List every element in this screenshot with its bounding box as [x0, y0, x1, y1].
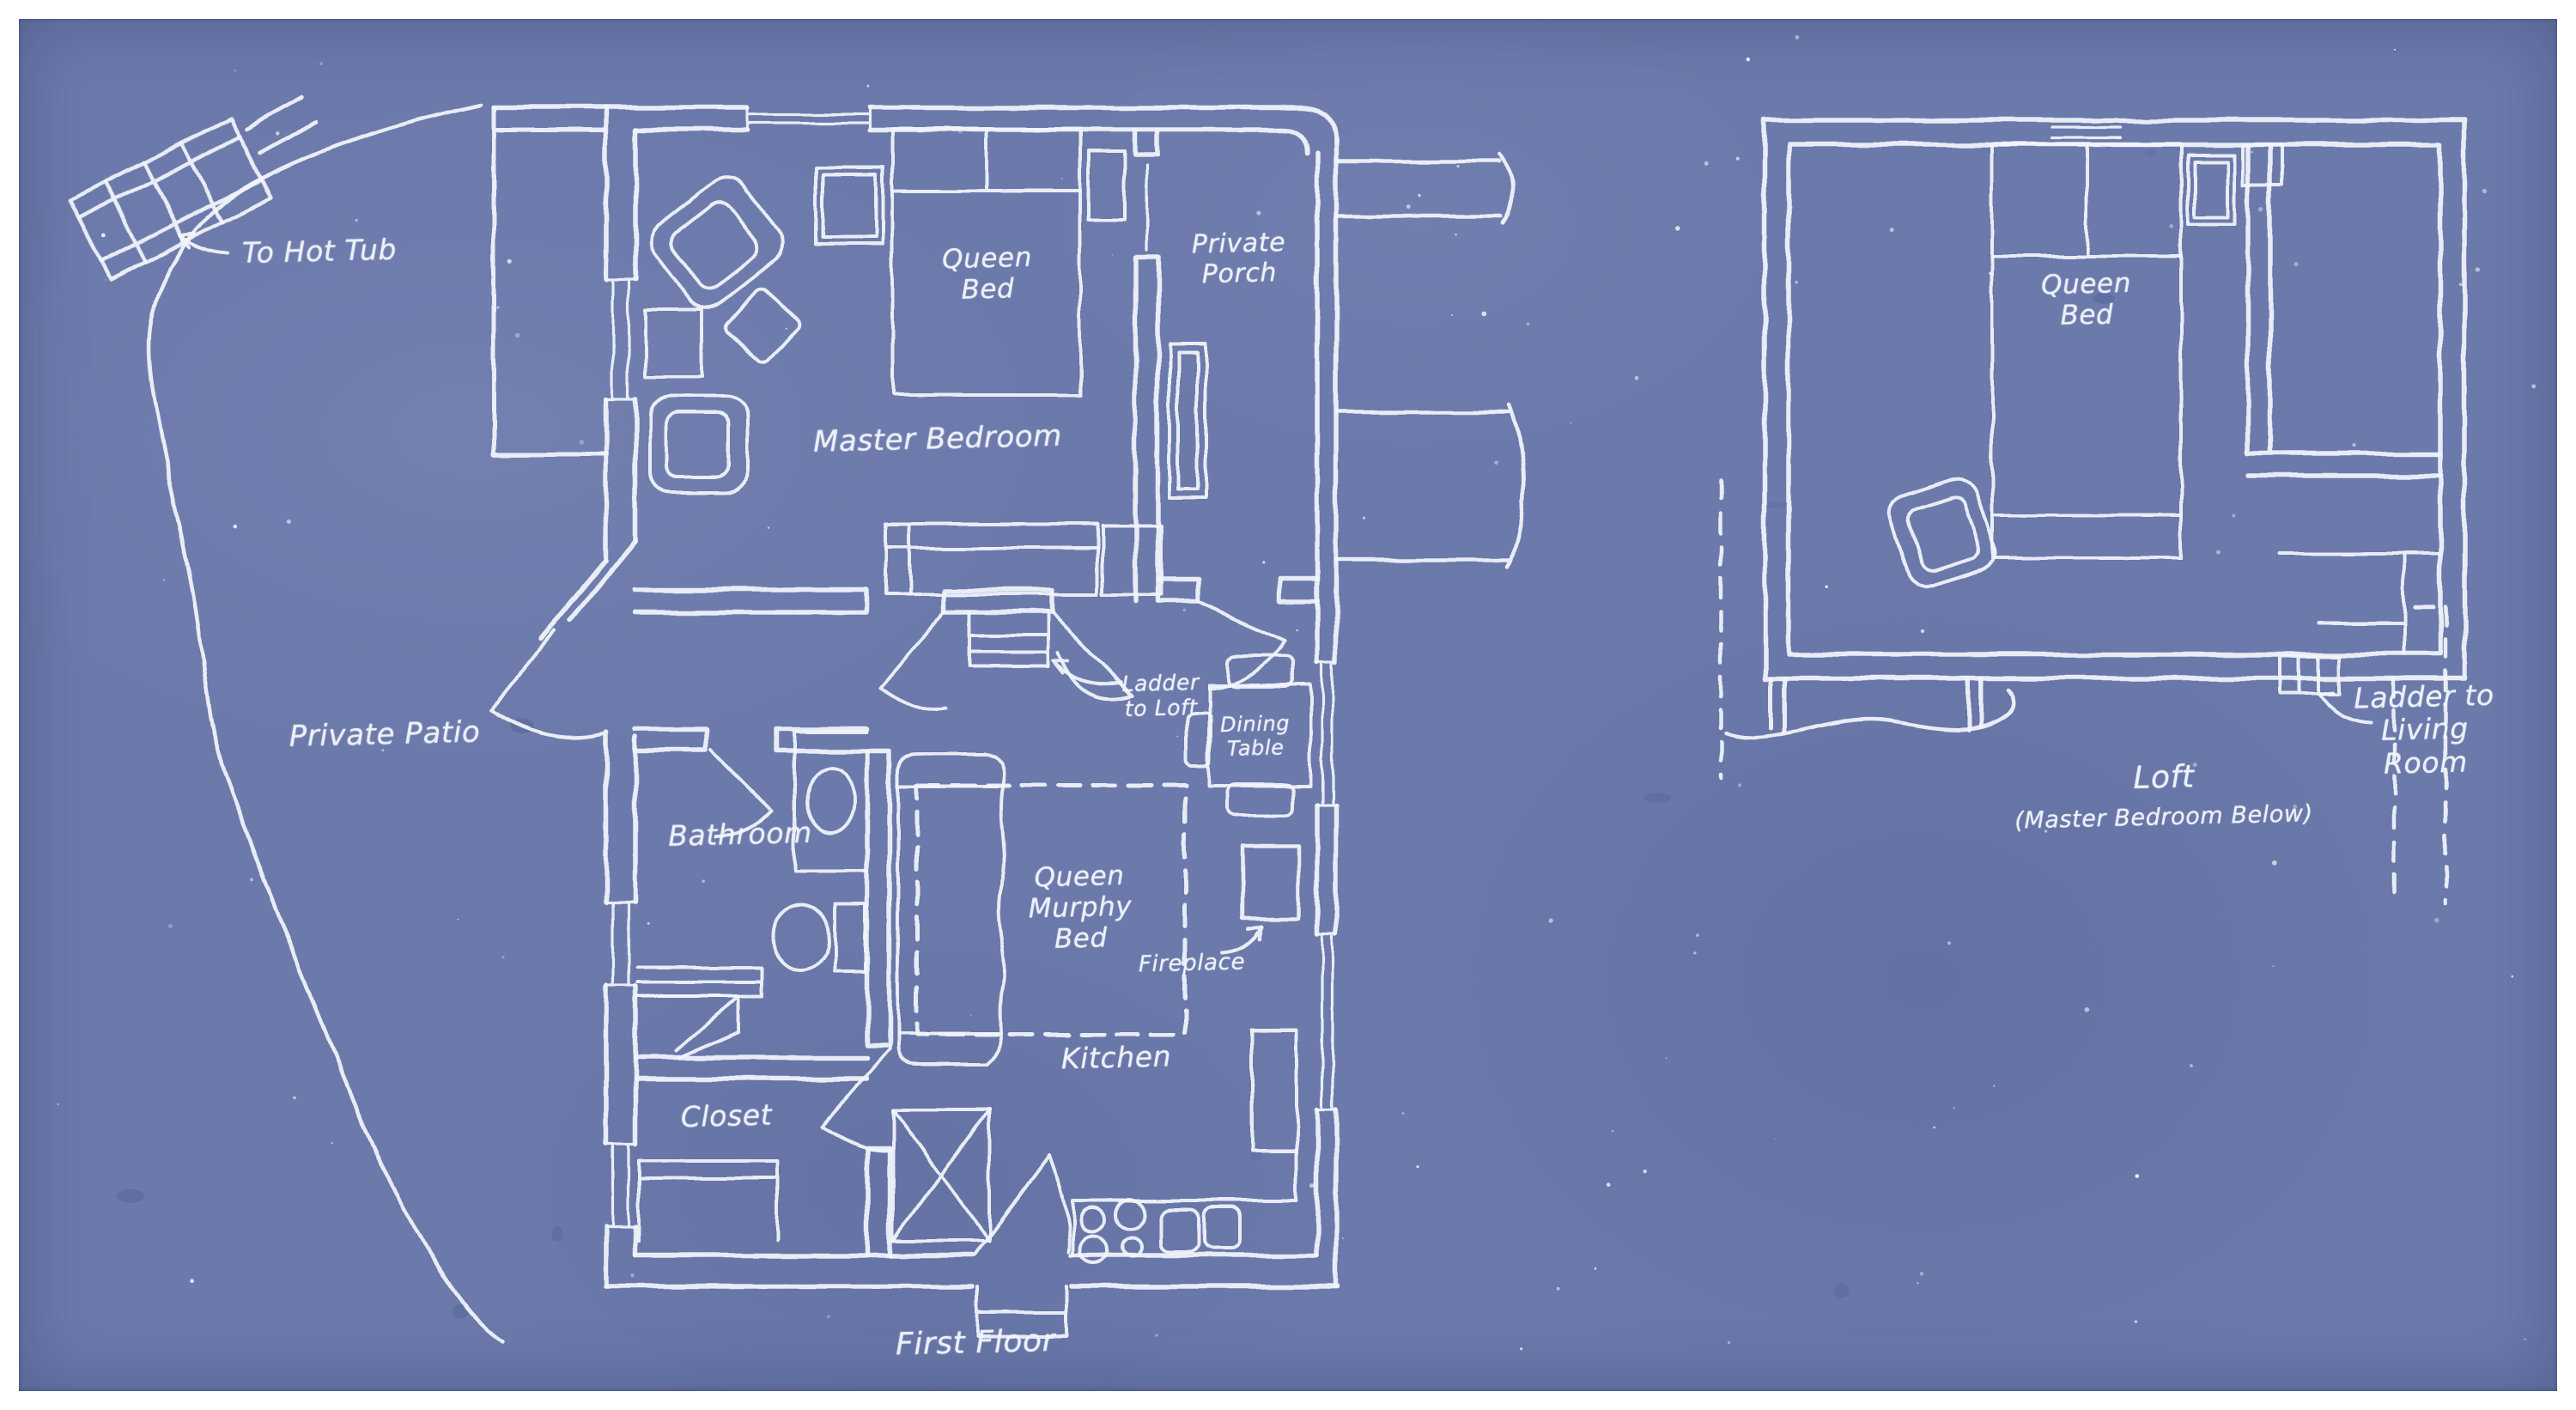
- loft-plan: [1718, 118, 2467, 906]
- closet-dresser: [637, 1159, 779, 1243]
- loft-floor-wave: [1723, 687, 2016, 740]
- west-deck: [491, 105, 609, 458]
- kitchen-counter: [1072, 1029, 1298, 1265]
- corner-chair: [648, 175, 786, 309]
- loft-opening-stubs: [1768, 676, 1984, 734]
- bedroom-south-wall: [633, 587, 1054, 615]
- fireplace-box: [1241, 843, 1301, 921]
- loft-dashed-projection: [1718, 478, 2448, 906]
- armchair: [648, 395, 749, 494]
- porch-divider-wall: [1133, 127, 1160, 604]
- murphy-bed-couch: [896, 752, 1007, 1067]
- fireplace-arrow: [1221, 924, 1264, 955]
- porch-dock: [1334, 152, 1515, 226]
- ladder-to-loft-arrow: [1051, 659, 1122, 686]
- queen-bed-loft: [1990, 143, 2183, 560]
- blueprint-paper: [19, 19, 2557, 1391]
- queen-bed-first-floor: [890, 127, 1082, 397]
- loft-nightstand: [2186, 153, 2236, 227]
- closet-door: [821, 1048, 891, 1153]
- murphy-bed-outline: [914, 783, 1188, 1037]
- living-door: [1050, 611, 1133, 701]
- patio-door: [489, 629, 605, 739]
- porch-bench: [1168, 342, 1207, 500]
- first-floor-plan: [67, 95, 1526, 1344]
- exterior-walls: [491, 105, 1340, 1289]
- walkway-continuation: [244, 95, 319, 155]
- porch-door: [1196, 599, 1285, 690]
- side-table: [644, 307, 704, 378]
- loft-walls: [1762, 118, 2467, 681]
- porch-south-wall: [1155, 576, 1320, 604]
- loft-ladder-arrow: [2317, 690, 2373, 725]
- nightstand: [814, 166, 884, 246]
- entry-stoop: [975, 1285, 1068, 1338]
- bedroom-door: [878, 611, 946, 712]
- bathroom-sink: [805, 766, 856, 835]
- loft-chair: [1888, 477, 1996, 588]
- window-seat: [884, 522, 1099, 596]
- hot-tub-walkway: [67, 116, 273, 283]
- bathroom-sink-counter: [793, 730, 869, 873]
- bathroom-shelf: [635, 965, 764, 998]
- patio-tree-line: [146, 102, 505, 1344]
- hot-tub-arrow: [179, 232, 229, 256]
- loft-ladder: [2279, 654, 2341, 696]
- dining-table[interactable]: [1185, 654, 1312, 817]
- east-landing: [1334, 403, 1526, 569]
- bathroom-walls: [633, 726, 892, 1258]
- utility-box: [891, 1108, 991, 1243]
- toilet: [772, 902, 867, 972]
- shower-stall: [635, 994, 740, 1060]
- dresser-small: [1101, 524, 1163, 596]
- bathroom-door: [709, 749, 775, 838]
- ottoman: [723, 287, 802, 366]
- loft-ladder-first-floor: [969, 611, 1049, 669]
- bedside-shelf: [1087, 149, 1127, 222]
